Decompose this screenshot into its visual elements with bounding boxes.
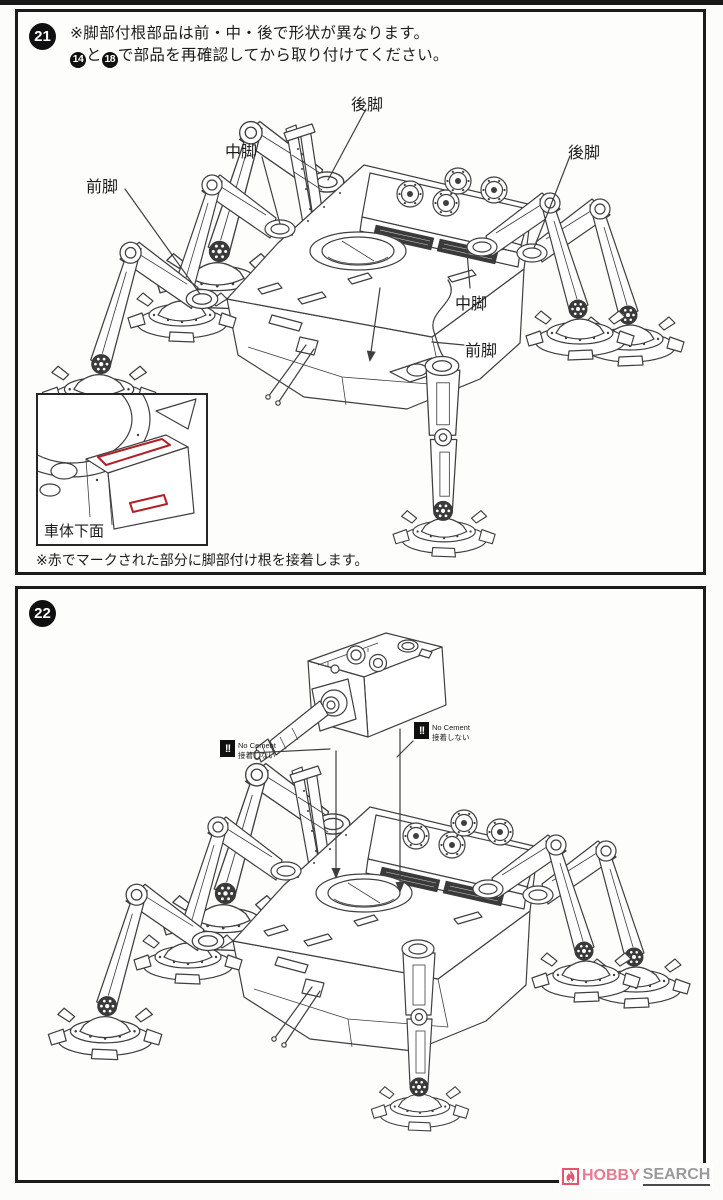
no-cement-text-ja: 接着しない	[432, 732, 470, 742]
red-mark-note: ※赤でマークされた部分に脚部付け根を接着します。	[36, 552, 369, 568]
label-leader-lines	[124, 108, 571, 346]
joiner-text: と	[86, 47, 102, 65]
no-cement-warning-right: !! No Cement 接着しない	[414, 722, 470, 743]
red-glue-mark-top	[97, 438, 171, 466]
label-rear-leg-left: 後脚	[351, 97, 384, 114]
inset-caption: 車体下面	[44, 520, 108, 541]
no-cement-text-en: No Cement	[238, 741, 276, 750]
step-number-badge: 21	[29, 23, 56, 50]
warning-icon: !!	[220, 740, 235, 757]
no-cement-text-en: No Cement	[432, 723, 470, 732]
label-rear-leg-right: 後脚	[568, 145, 601, 162]
instruction-line-2-rest: で部品を再確認してから取り付けてください。	[117, 47, 449, 65]
step-ref-18-badge: 18	[101, 52, 118, 69]
underside-detail-drawing	[38, 395, 197, 530]
walker-line-art	[42, 122, 684, 418]
no-cement-leader-lines	[249, 740, 414, 758]
leader-squiggle	[432, 279, 452, 357]
no-cement-warning-left: !! No Cement 接着しない	[220, 740, 276, 761]
label-middle-leg-left: 中脚	[225, 144, 258, 161]
red-glue-mark-front	[129, 494, 168, 513]
flame-icon	[562, 1167, 579, 1185]
walker-line-art	[48, 764, 690, 1060]
label-front-leg-right: 前脚	[465, 343, 498, 360]
brand-text-search: SEARCH	[642, 1166, 711, 1186]
turret-attachment-diagram	[18, 632, 703, 1180]
attachment-arrow	[365, 287, 381, 363]
no-cement-text-ja: 接着しない	[238, 750, 276, 760]
label-middle-leg-right: 中脚	[455, 296, 488, 313]
step-ref-14-badge: 14	[70, 52, 86, 69]
page-top-edge	[0, 0, 723, 5]
step-number-badge: 22	[29, 600, 56, 627]
warning-icon: !!	[414, 722, 429, 739]
label-front-leg-left: 前脚	[86, 179, 119, 196]
turret-line-art	[253, 632, 447, 763]
brand-text-hobby: HOBBY	[582, 1167, 640, 1184]
step-22-panel: 22 !! No Cement 接着しない !! No Cement 接着しない	[15, 586, 706, 1183]
walker-body-assembly-diagram	[18, 108, 703, 572]
detached-front-leg	[389, 357, 495, 557]
hobby-search-watermark: HOBBY SEARCH	[559, 1163, 714, 1189]
hull-underside-inset: 車体下面	[36, 393, 208, 546]
instruction-line-1: ※脚部付根部品は前・中・後で形状が異なります。	[70, 25, 430, 42]
turret-drop-arrows	[331, 728, 405, 893]
